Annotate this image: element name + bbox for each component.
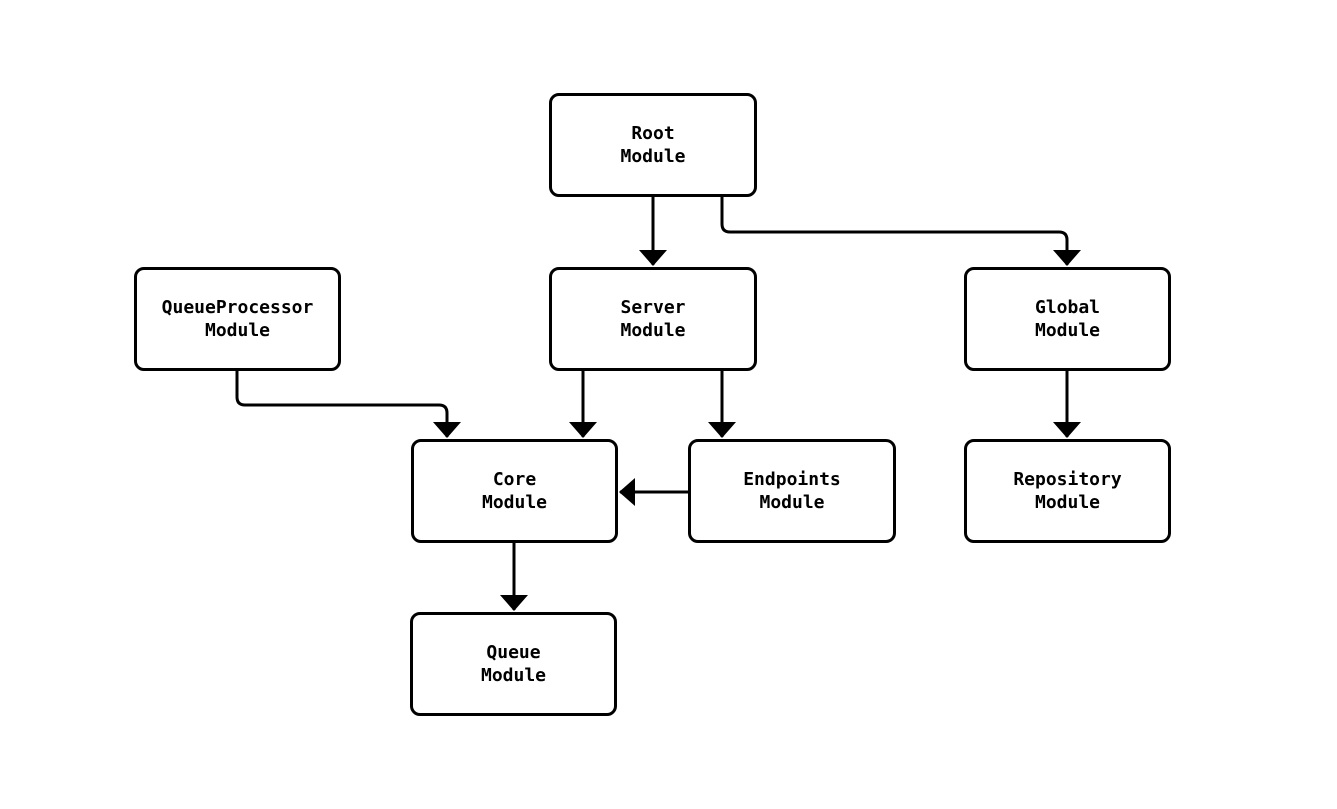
- node-endpoints-label: Endpoints: [743, 469, 841, 490]
- node-server-sublabel: Module: [620, 320, 686, 341]
- node-core-label: Core: [492, 469, 537, 490]
- node-repository-label: Repository: [1013, 469, 1122, 490]
- node-global-sublabel: Module: [1034, 320, 1101, 341]
- node-root-label: Root: [631, 123, 675, 144]
- node-queue-sublabel: Module: [480, 665, 547, 686]
- edge-root-to-global: [720, 197, 1081, 266]
- node-queueprocessor-label: QueueProcessor: [161, 297, 314, 318]
- node-endpoints-module: Endpoints Module: [688, 439, 896, 543]
- node-queue-module: Queue Module: [410, 612, 617, 716]
- node-global-label: Global: [1034, 297, 1101, 318]
- node-endpoints-sublabel: Module: [759, 492, 825, 513]
- node-queue-label: Queue: [486, 642, 541, 663]
- node-global-module: Global Module: [964, 267, 1171, 371]
- node-server-module: Server Module: [549, 267, 757, 371]
- node-queueprocessor-sublabel: Module: [204, 320, 271, 341]
- node-root-module: Root Module: [549, 93, 757, 197]
- node-server-label: Server: [620, 297, 686, 318]
- node-core-sublabel: Module: [481, 492, 548, 513]
- node-repository-sublabel: Module: [1034, 492, 1101, 513]
- node-core-module: Core Module: [411, 439, 618, 543]
- node-repository-module: Repository Module: [964, 439, 1171, 543]
- node-root-sublabel: Module: [620, 146, 686, 167]
- node-queueprocessor-module: QueueProcessor Module: [134, 267, 341, 371]
- edge-queueprocessor-to-core: [235, 371, 461, 438]
